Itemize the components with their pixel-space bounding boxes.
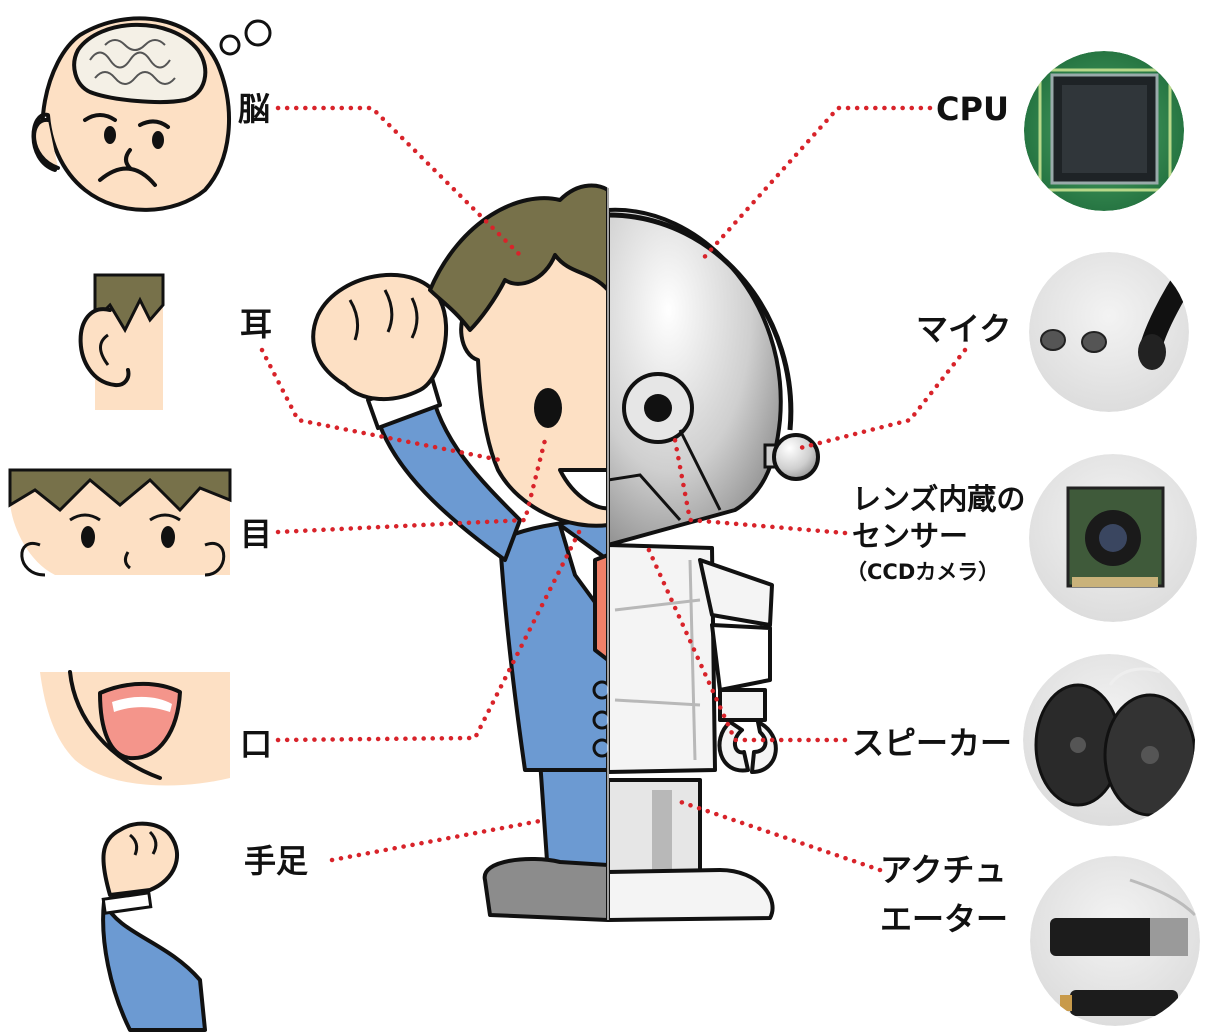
leader-lines [259,105,968,873]
actuator-photo [1030,856,1200,1026]
eye-illustration [8,468,232,577]
ccd-camera-photo [1029,454,1197,622]
label-mic: マイク [916,310,1011,348]
label-camera-line1: レンズ内蔵の [852,482,1025,516]
label-cpu: CPU [936,90,1009,128]
label-eye: 目 [240,515,272,553]
label-camera-line2: センサー [852,519,968,553]
robot-labels: CPU マイク レンズ内蔵の センサー （CCDカメラ） スピーカー アクチュ … [846,90,1025,938]
mouth-illustration [40,670,230,786]
label-limbs: 手足 [244,842,308,880]
label-actuator-line1: アクチュ [880,851,1006,889]
leader-mic [797,347,968,451]
robot-half [608,207,820,922]
speaker-photo [1023,654,1195,826]
leader-actuator [672,797,883,873]
human-half [311,183,609,922]
label-camera-line3: （CCDカメラ） [846,560,999,584]
ear-illustration [78,273,165,410]
label-ear: 耳 [240,305,272,343]
leader-cpu [697,105,933,265]
arm-illustration [101,821,207,1032]
microphone-photo [1029,252,1189,412]
human-labels: 脳 耳 目 口 手足 [238,90,308,880]
leader-limbs [329,817,548,863]
leader-eye [275,437,548,535]
label-mouth: 口 [240,725,272,763]
brain-head-illustration [31,16,272,212]
label-speaker: スピーカー [852,724,1012,762]
label-actuator-line2: エーター [880,900,1008,938]
label-brain: 脳 [238,90,270,128]
leader-ear [259,347,503,463]
leader-mouth [275,527,583,743]
cpu-photo [1024,51,1184,211]
leader-camera [672,437,848,536]
leader-speaker [645,545,848,743]
